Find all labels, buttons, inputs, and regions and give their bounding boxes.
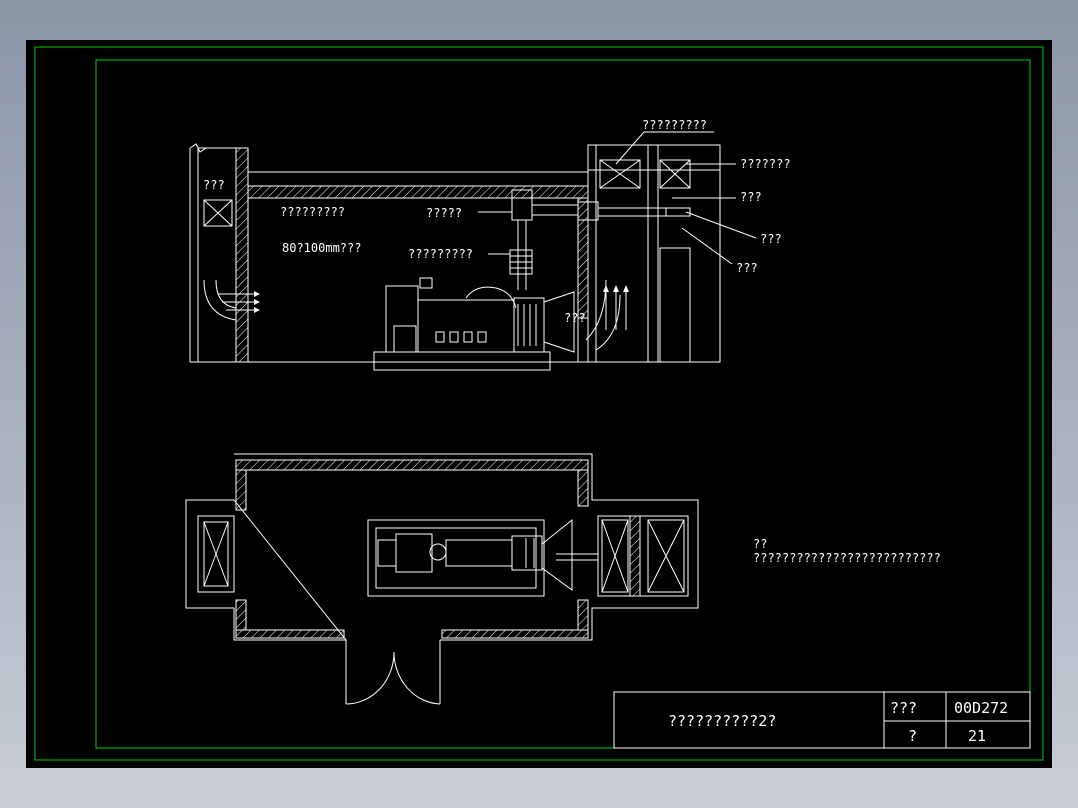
label-right-4: ??? [736, 261, 758, 275]
title-block-code: 00D272 [954, 699, 1008, 717]
title-block-title: ??????????2? [668, 712, 776, 730]
label-radiator: ??? [564, 311, 586, 325]
title-block [613, 691, 1031, 749]
note-heading: ?? [753, 537, 767, 551]
title-block-label-2: ? [908, 727, 917, 745]
label-right-2: ??? [740, 190, 762, 204]
inner-frame [95, 59, 1031, 749]
label-ceiling-item: ????????? [280, 205, 345, 219]
label-pipe: ????????? [408, 247, 473, 261]
label-right-3: ??? [760, 232, 782, 246]
title-block-page: 21 [968, 727, 986, 745]
note-text: ?????????????????????????? [753, 551, 941, 565]
section-view [189, 131, 757, 371]
label-insulation: 80?100mm??? [282, 241, 361, 255]
outer-frame [34, 46, 1044, 761]
plan-view [185, 453, 699, 705]
label-top-callout: ????????? [642, 118, 707, 132]
title-block-label-1: ??? [890, 699, 917, 717]
drawing-sheet: ????????? ??????? ??? ??? ??? ??? ??????… [26, 40, 1052, 768]
label-right-1: ??????? [740, 157, 791, 171]
label-left-room: ??? [203, 178, 225, 192]
label-duct: ????? [426, 206, 462, 220]
cad-drawing: ????????? ??????? ??? ??? ??? ??? ??????… [34, 46, 1044, 761]
